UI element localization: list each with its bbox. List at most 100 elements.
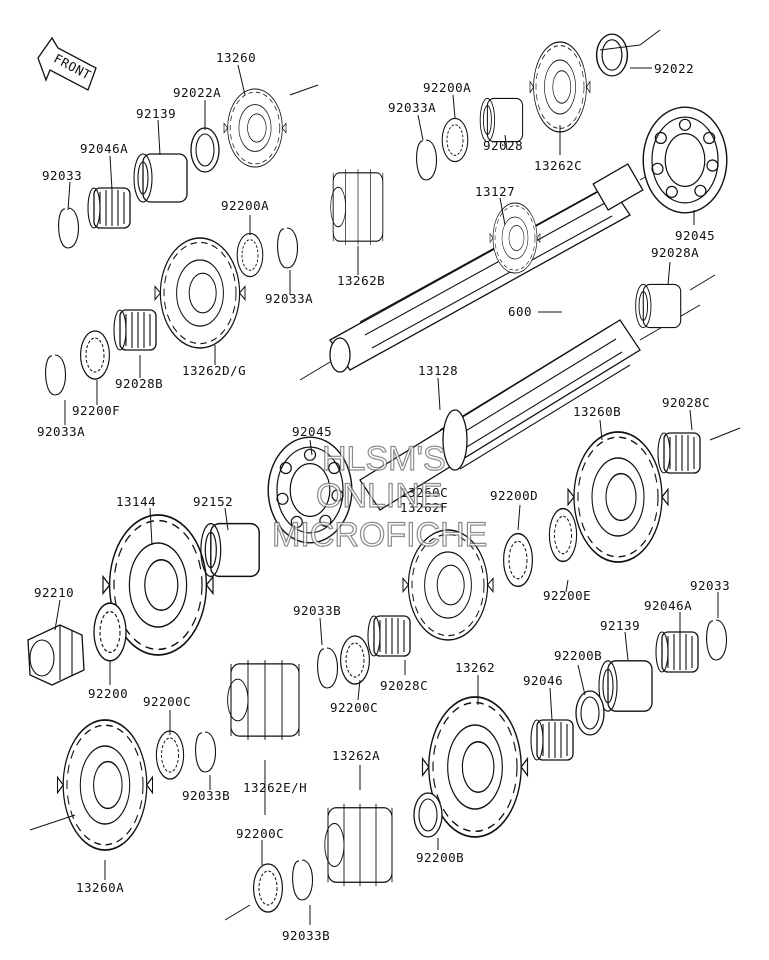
label-92200E: 92200E xyxy=(543,588,591,603)
label-92033A-a: 92033A xyxy=(388,100,436,115)
label-92028: 92028 xyxy=(483,138,523,153)
needle-92046A-a xyxy=(87,187,131,229)
label-92028B: 92028B xyxy=(115,376,163,391)
label-92033-b: 92033 xyxy=(690,578,730,593)
label-13262B: 13262B xyxy=(337,273,385,288)
label-13262A: 13262A xyxy=(332,748,380,763)
gear-13260A xyxy=(56,719,154,851)
label-92022: 92022 xyxy=(654,61,694,76)
circlip-92033-a xyxy=(58,207,80,249)
washer-92200A-a xyxy=(441,117,469,163)
gear-13260B xyxy=(567,431,669,563)
label-92200C-a: 92200C xyxy=(143,694,191,709)
circlip-92033B-c xyxy=(292,859,314,901)
needle-92028C-b xyxy=(367,615,411,657)
label-92200F: 92200F xyxy=(72,403,120,418)
circlip-92033B-a xyxy=(317,647,339,689)
label-13128: 13128 xyxy=(418,363,458,378)
shaft-13127 xyxy=(299,134,721,381)
washer-92200B-b xyxy=(413,792,443,838)
label-92210: 92210 xyxy=(34,585,74,600)
label-92200A-b: 92200A xyxy=(221,198,269,213)
label-92046A-b: 92046A xyxy=(644,598,692,613)
label-13127: 13127 xyxy=(475,184,515,199)
washer-92200E xyxy=(548,507,578,563)
label-13260C: 13260C xyxy=(400,485,448,500)
washer-92200C-a xyxy=(155,730,185,780)
needle-92028B xyxy=(113,309,157,351)
sleeve-92028 xyxy=(479,97,524,143)
label-92033A-c: 92033A xyxy=(37,424,85,439)
watermark: HLSM'S ONLINE MICROFICHE xyxy=(271,439,488,554)
label-92033B-b: 92033B xyxy=(182,788,230,803)
nut-92210 xyxy=(27,624,85,686)
washer-92200B-a xyxy=(575,690,605,736)
label-92200C-b: 92200C xyxy=(330,700,378,715)
leader-lines xyxy=(54,64,719,925)
gear-13262C xyxy=(529,41,591,133)
label-600: 600 xyxy=(508,304,532,319)
label-92046: 92046 xyxy=(523,673,563,688)
washer-92200A-b xyxy=(236,232,264,278)
sleeve-92139-b xyxy=(598,660,653,712)
washer-92022A xyxy=(190,127,220,173)
label-92033B-c: 92033B xyxy=(282,928,330,943)
label-92139-b: 92139 xyxy=(600,618,640,633)
label-92028C-b: 92028C xyxy=(380,678,428,693)
gear-13262EH xyxy=(226,659,300,741)
front-arrow-icon: FRONT xyxy=(37,36,97,91)
label-13260B: 13260B xyxy=(573,404,621,419)
label-92033B-a: 92033B xyxy=(293,603,341,618)
label-13260A: 13260A xyxy=(76,880,124,895)
washer-92200C-b xyxy=(339,635,371,685)
label-13262DG: 13262D/G xyxy=(182,363,246,378)
circlip-92033A-c xyxy=(45,354,67,396)
bearing-92045-a xyxy=(642,106,728,214)
part-labels: 13260 92022A 92139 92046A 92033 92200A 9… xyxy=(34,50,730,943)
label-13260: 13260 xyxy=(216,50,256,65)
watermark-line-2: ONLINE xyxy=(316,477,443,515)
label-92200: 92200 xyxy=(88,686,128,701)
sleeve-92152 xyxy=(200,522,260,578)
sleeve-92028A xyxy=(635,283,682,329)
gear-13262B xyxy=(330,168,384,246)
gear-13262A xyxy=(324,803,393,887)
needle-92028C-a xyxy=(657,432,701,474)
label-92045-b: 92045 xyxy=(292,424,332,439)
label-13262F: 13262F xyxy=(400,500,448,515)
circlip-92033A-a xyxy=(416,139,438,181)
sleeve-92139-a xyxy=(133,153,188,203)
label-92022A: 92022A xyxy=(173,85,221,100)
label-92152: 92152 xyxy=(193,494,233,509)
circlip-92033B-b xyxy=(195,731,217,773)
washer-92200D xyxy=(502,532,534,588)
label-92200B-a: 92200B xyxy=(554,648,602,663)
circlip-92033-b xyxy=(706,619,728,661)
watermark-line-3: MICROFICHE xyxy=(272,516,487,554)
label-92033A-b: 92033A xyxy=(265,291,313,306)
label-92200A-a: 92200A xyxy=(423,80,471,95)
needle-92046A-b xyxy=(655,631,699,673)
label-13144: 13144 xyxy=(116,494,156,509)
washer-92200F xyxy=(79,330,111,380)
label-92028C-a: 92028C xyxy=(662,395,710,410)
gear-13260 xyxy=(223,88,287,168)
washer-92200C-c xyxy=(252,863,284,913)
label-92028A: 92028A xyxy=(651,245,699,260)
label-92139-a: 92139 xyxy=(136,106,176,121)
gear-13262DG xyxy=(154,237,246,349)
label-13262EH: 13262E/H xyxy=(243,780,307,795)
circlip-92033A-b xyxy=(277,227,299,269)
label-13262: 13262 xyxy=(455,660,495,675)
needle-92046 xyxy=(530,719,574,761)
label-92033-a: 92033 xyxy=(42,168,82,183)
washer-92200 xyxy=(93,602,127,662)
shaft-13128 xyxy=(359,304,701,511)
label-92200C-c: 92200C xyxy=(236,826,284,841)
washer-92022 xyxy=(595,33,629,77)
center-lines xyxy=(29,29,741,921)
label-92200B-b: 92200B xyxy=(416,850,464,865)
label-13262C: 13262C xyxy=(534,158,582,173)
